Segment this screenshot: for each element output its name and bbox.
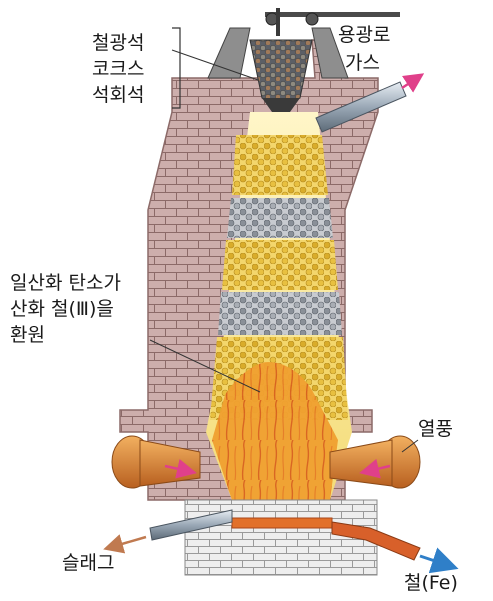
label-reaction-line1: 일산화 탄소가 (10, 274, 121, 293)
label-iron-ore: 철광석 (92, 34, 144, 53)
label-reaction-line3: 환원 (10, 326, 45, 345)
label-furnace-gas-line1: 용광로 (338, 26, 390, 45)
label-coke: 코크스 (92, 60, 144, 79)
label-hot-air: 열풍 (418, 420, 453, 439)
label-limestone: 석회석 (92, 86, 144, 105)
label-furnace-gas-line2: 가스 (345, 54, 380, 73)
hearth-base (185, 500, 377, 575)
label-slag: 슬래그 (62, 554, 114, 573)
label-reaction-line2: 산화 철(Ⅲ)을 (10, 300, 114, 319)
label-iron-fe: 철(Fe) (404, 574, 458, 593)
